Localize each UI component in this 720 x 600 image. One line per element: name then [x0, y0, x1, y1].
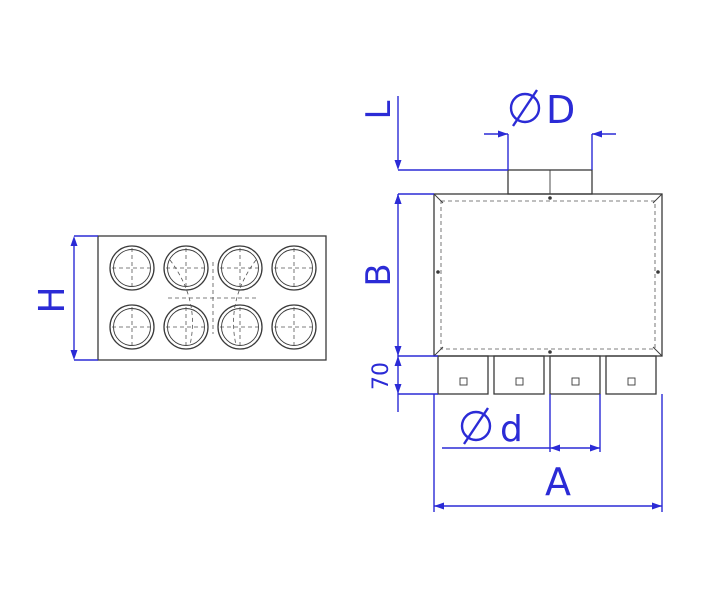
port-circle: [109, 304, 155, 350]
dimension-A: A: [433, 394, 663, 512]
port-circle: [163, 245, 209, 291]
port-circle: [217, 304, 263, 350]
center-hidden-lines: [168, 259, 258, 346]
bottom-spigot: [437, 355, 489, 395]
main-body: [433, 193, 663, 357]
dimension-label-L: L: [359, 100, 399, 119]
port-circle: [271, 245, 317, 291]
port-circle: [271, 304, 317, 350]
dimension-B: B: [359, 194, 438, 357]
dimension-label-B: B: [359, 263, 399, 286]
side-view: L D B: [359, 88, 663, 512]
port-circle: [163, 304, 209, 350]
front-view: H: [32, 235, 327, 361]
diameter-icon: [509, 89, 541, 127]
dimension-label-70: 70: [369, 362, 394, 390]
bottom-spigot: [605, 355, 657, 395]
bottom-spigot: [493, 355, 545, 395]
dimension-label-d: d: [500, 409, 523, 450]
dimension-70: 70: [369, 356, 438, 412]
dimension-label-A: A: [545, 460, 571, 504]
bottom-spigots: [437, 355, 657, 395]
main-body-inner: [440, 200, 656, 350]
dimension-H: H: [32, 235, 98, 361]
front-view-outline: [97, 235, 327, 361]
dimension-label-D: D: [546, 88, 575, 132]
port-circle: [109, 245, 155, 291]
dimension-L: L: [359, 96, 508, 204]
dimension-label-H: H: [32, 286, 73, 313]
corner-marks: [433, 193, 663, 357]
bottom-spigot: [549, 355, 601, 395]
dimension-d: d: [442, 394, 601, 452]
port-circle: [217, 245, 263, 291]
dimension-D: D: [484, 88, 616, 170]
diameter-icon: [460, 407, 492, 445]
